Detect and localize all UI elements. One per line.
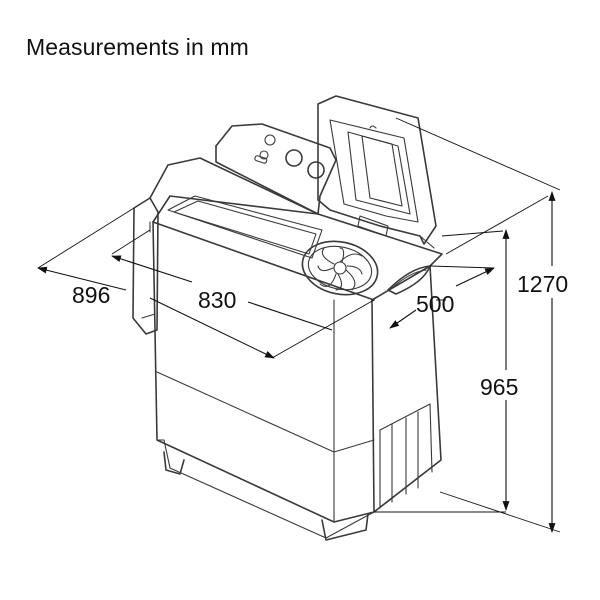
knob-icon [259, 150, 269, 160]
dimension-500: 500 [389, 267, 495, 329]
dimension-896: 896 [37, 266, 275, 359]
timer-knob-icon [285, 149, 303, 167]
dimension-label-1270: 1270 [517, 271, 568, 297]
dimension-830: 830 [111, 255, 333, 331]
spin-knob-icon [307, 161, 325, 179]
diagram-title: Measurements in mm [26, 34, 249, 60]
dimension-965: 965 [480, 229, 518, 511]
dimension-label-500: 500 [416, 291, 454, 317]
control-panel [215, 123, 337, 215]
machine-body [132, 157, 443, 541]
dimension-label-965: 965 [480, 374, 518, 400]
dimension-1270: 1270 [517, 191, 568, 533]
open-lid [317, 95, 437, 249]
knob-icon [264, 134, 276, 146]
dimension-label-896: 896 [72, 282, 110, 308]
extension-lines [37, 117, 561, 533]
dimension-label-830: 830 [198, 287, 236, 313]
